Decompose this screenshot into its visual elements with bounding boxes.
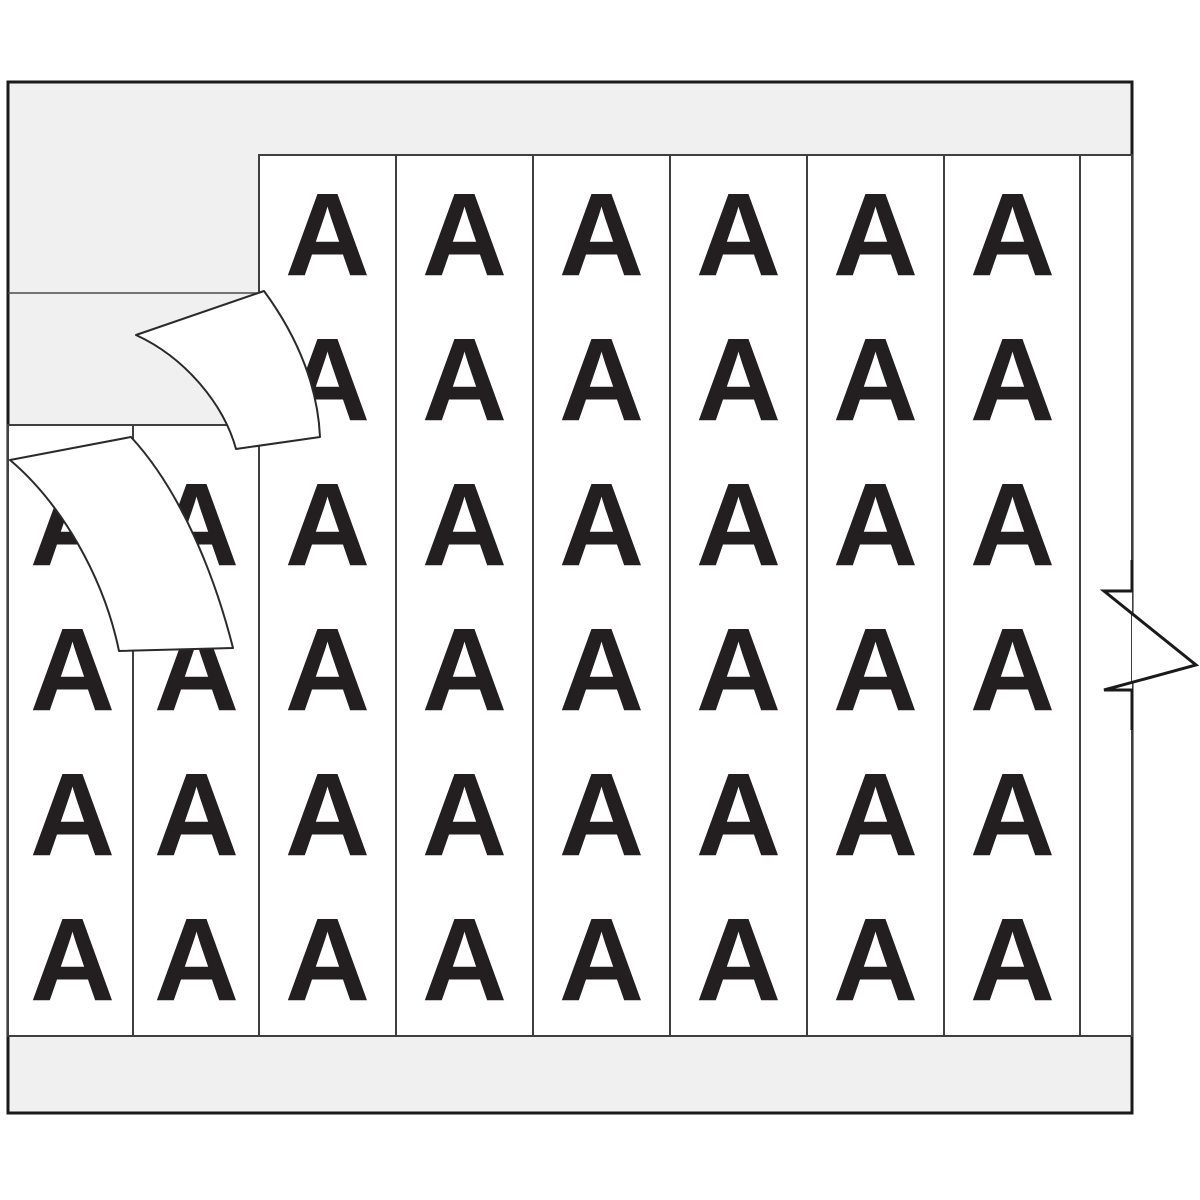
column-dividers (132, 155, 1081, 1036)
label-block-upper (259, 155, 1132, 1036)
edge-notch-fill (1104, 591, 1196, 690)
edge-notch-outline (1099, 560, 1200, 730)
